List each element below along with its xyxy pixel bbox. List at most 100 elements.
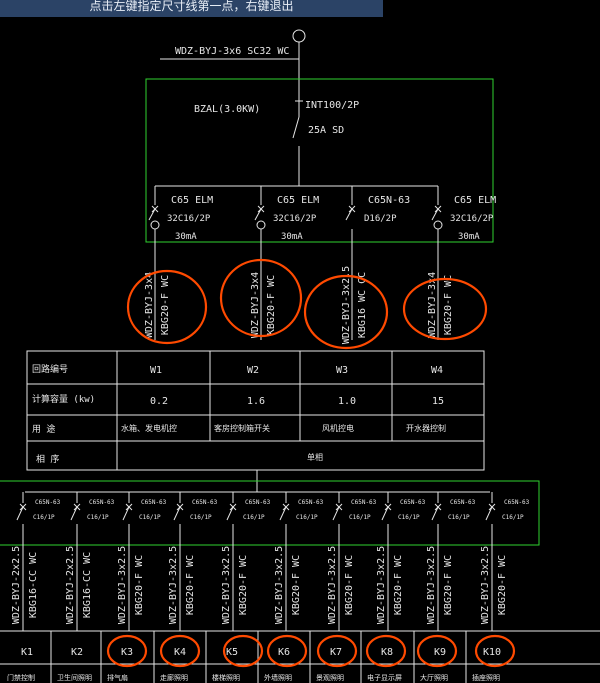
sub-cable-1: WDZ-BYJ-2x2.5: [11, 546, 22, 624]
sub-conduit-10: KBG20-F WC: [497, 555, 508, 615]
branch-cable-2: WDZ-BYJ-3x4: [250, 272, 261, 338]
branch-conduit-4: KBG20-F WC: [443, 275, 454, 335]
branch-type-1: C65 ELM: [171, 195, 213, 206]
k-use-10: 插座照明: [472, 673, 500, 682]
k-use-4: 走廊照明: [160, 673, 188, 682]
branch-breaker-1[interactable]: C65 ELM 32C16/2P 30mA WDZ-BYJ-3x4 KBG20-F WC: [144, 186, 213, 340]
main-breaker[interactable]: [292, 97, 303, 186]
branch-sensitivity-2: 30mA: [281, 232, 303, 242]
sub-cable-8: WDZ-BYJ-3x2.5: [376, 546, 387, 624]
sub-breaker-rating-2: C16/1P: [87, 514, 109, 521]
phase-value: 单相: [307, 452, 323, 462]
markup-circle-lower-8: [474, 634, 516, 668]
sub-breaker-type-8: C65N-63: [400, 499, 426, 506]
k-use-6: 外墙照明: [264, 673, 292, 682]
main-breaker-model: INT100/2P: [305, 100, 359, 111]
k-label-8: K8: [381, 647, 393, 658]
main-breaker-rating: 25A SD: [308, 125, 344, 136]
branch-rating-1: 32C16/2P: [167, 214, 211, 224]
sub-conduit-9: KBG20-F WC: [443, 555, 454, 615]
markup-circle-lower-1: [106, 634, 148, 668]
k-label-table: [0, 630, 600, 665]
capacity-w2: 1.6: [247, 396, 265, 407]
sub-conduit-3: KBG20-F WC: [134, 555, 145, 615]
sub-cable-5: WDZ-BYJ-3x2.5: [221, 546, 232, 624]
sub-breaker-type-10: C65N-63: [504, 499, 530, 506]
sub-cable-7: WDZ-BYJ-3x2.5: [327, 546, 338, 624]
use-w2: 客房控制箱开关: [214, 423, 270, 433]
markup-circle-lower-5: [316, 634, 358, 668]
branch-cable-1: WDZ-BYJ-3x4: [144, 272, 155, 338]
sub-cable-3: WDZ-BYJ-3x2.5: [117, 546, 128, 624]
row-label-phase: 相 序: [36, 453, 59, 465]
row-label-circuit: 回路编号: [32, 363, 68, 375]
sub-conduit-6: KBG20-F WC: [291, 555, 302, 615]
k-labels: K1门禁控制K2卫生间照明K3排气扇K4走廊照明K5楼梯照明K6外墙照明K7景观…: [7, 631, 501, 683]
row-label-capacity: 计算容量 (kw): [32, 393, 95, 405]
k-use-7: 景观照明: [316, 674, 344, 682]
use-w4: 开水器控制: [406, 423, 446, 433]
branch-type-2: C65 ELM: [277, 195, 319, 206]
incoming-cable-label: WDZ-BYJ-3x6 SC32 WC: [175, 46, 289, 57]
sub-breaker-rating-8: C16/1P: [398, 514, 420, 521]
branch-rating-4: 32C16/2P: [450, 214, 494, 224]
sub-breaker-rating-6: C16/1P: [296, 514, 318, 521]
branch-type-3: C65N-63: [368, 195, 410, 206]
use-w1: 水箱、发电机控: [121, 423, 177, 433]
k-use-9: 大厅照明: [420, 673, 448, 682]
sub-breaker-type-6: C65N-63: [298, 499, 324, 506]
markup-circle-upper-3: [303, 274, 389, 350]
markup-circle-lower-7: [416, 634, 458, 668]
capacity-w4: 15: [432, 396, 444, 407]
capacity-w1: 0.2: [150, 396, 168, 407]
k-label-3: K3: [121, 647, 133, 658]
sub-breaker-rating-9: C16/1P: [448, 514, 470, 521]
sub-breaker-rating-1: C16/1P: [33, 514, 55, 521]
k-label-1: K1: [21, 647, 33, 658]
branch-rating-2: 32C16/2P: [273, 214, 317, 224]
command-prompt-bar: 点击左键指定尺寸线第一点，右键退出: [0, 0, 383, 17]
k-label-4: K4: [174, 647, 186, 658]
branch-conduit-2: KBG20-F WC: [266, 275, 277, 335]
markup-annotations: [106, 258, 516, 668]
sub-breaker-type-1: C65N-63: [35, 499, 61, 506]
circuit-w2: W2: [247, 365, 259, 376]
branch-conduit-1: KBG20-F WC: [160, 275, 171, 335]
sub-breaker-type-2: C65N-63: [89, 499, 115, 506]
markup-circle-upper-4: [402, 277, 488, 341]
sub-breaker-rating-10: C16/1P: [502, 514, 524, 521]
sub-conduit-1: KBG16-CC WC: [28, 552, 39, 618]
branch-breakers: C65 ELM 32C16/2P 30mA WDZ-BYJ-3x4 KBG20-F WC…: [144, 186, 496, 344]
k-use-5: 楼梯照明: [212, 673, 240, 682]
markup-circle-lower-6: [365, 634, 407, 668]
sub-panel-box: [0, 480, 540, 546]
sub-conduit-5: KBG20-F WC: [238, 555, 249, 615]
sub-breaker-type-3: C65N-63: [141, 499, 167, 506]
sub-breaker-type-4: C65N-63: [192, 499, 218, 506]
sub-cable-10: WDZ-BYJ-3x2.5: [480, 546, 491, 624]
k-label-5: K5: [226, 647, 238, 658]
branch-sensitivity-1: 30mA: [175, 232, 197, 242]
markup-circle-lower-3: [222, 634, 264, 668]
k-label-9: K9: [434, 647, 446, 658]
branch-breaker-2[interactable]: C65 ELM 32C16/2P 30mA WDZ-BYJ-3x4 KBG20-F WC: [250, 186, 319, 340]
sub-cable-4: WDZ-BYJ-3x2.5: [168, 546, 179, 624]
branch-cable-4: WDZ-BYJ-3x4: [427, 272, 438, 338]
sub-conduit-2: KBG16-CC WC: [82, 552, 93, 618]
sub-conduit-8: KBG20-F WC: [393, 555, 404, 615]
branch-rating-3: D16/2P: [364, 214, 397, 224]
